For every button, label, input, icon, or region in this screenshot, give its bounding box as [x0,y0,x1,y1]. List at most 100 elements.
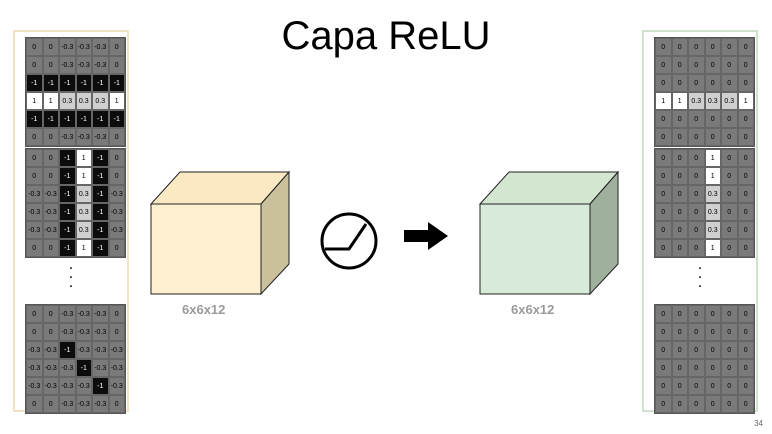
matrix-cell: 0 [737,38,754,56]
matrix-cell: -0.3 [108,377,125,395]
matrix-cell: 0 [721,341,738,359]
matrix-cell: -0.3 [59,305,76,323]
matrix-cell: 0 [737,221,754,239]
matrix-cell: 0 [704,359,721,377]
matrix-cell: -0.3 [59,395,76,413]
matrix-cell: 0 [688,221,705,239]
matrix-cell: -0.3 [75,377,92,395]
matrix-cell: 0 [26,128,43,146]
matrix-cell: 0 [688,74,705,92]
matrix-cell: 0 [108,239,125,257]
matrix-cell: 0 [704,395,721,413]
matrix-cell: 0 [671,149,688,167]
matrix-cell: -0.3 [59,359,76,377]
matrix-cell: -0.3 [75,128,92,146]
matrix-cell: 1 [655,92,672,110]
matrix-cell: 0 [737,203,754,221]
matrix-cell: 0 [42,305,59,323]
matrix-cell: -1 [59,167,76,185]
input-volume-label: 6x6x12 [182,302,226,317]
matrix-cell: -1 [92,377,109,395]
matrix-cell: -0.3 [108,221,125,239]
matrix-cell: 1 [108,92,125,110]
matrix-cell: 0 [721,149,738,167]
input-volume-cube [149,170,291,296]
matrix-cell: -1 [26,74,43,92]
matrix-cell: 1 [704,239,721,257]
matrix-cell: 0.3 [75,185,92,203]
matrix-cell: 1 [26,92,43,110]
matrix-cell: -0.3 [108,185,125,203]
matrix-cell: 0 [655,395,672,413]
relu-activation-icon [320,212,378,270]
matrix-cell: -1 [59,74,76,92]
matrix-cell: -1 [75,110,92,128]
matrix-cell: -1 [92,239,109,257]
matrix-cell: 0 [737,341,754,359]
matrix-cell: 0 [26,56,43,74]
page-number: 34 [754,419,763,428]
matrix-cell: 0 [655,305,672,323]
matrix-cell: 0 [655,110,672,128]
matrix-cell: 0 [671,395,688,413]
matrix-cell: 0 [704,56,721,74]
matrix-cell: 0 [721,110,738,128]
matrix-cell: 0 [737,377,754,395]
matrix-cell: -0.3 [92,323,109,341]
matrix-cell: -1 [75,74,92,92]
matrix-cell: 0 [655,203,672,221]
matrix-cell: -0.3 [26,221,43,239]
matrix-cell: -1 [59,185,76,203]
matrix-cell: -1 [59,149,76,167]
matrix-cell: -1 [59,221,76,239]
matrix-cell: 0 [721,185,738,203]
matrix-cell: 0.3 [75,203,92,221]
matrix-cell: -0.3 [26,203,43,221]
matrix-cell: 0 [655,239,672,257]
matrix-cell: 0 [721,167,738,185]
matrix-cell: -0.3 [92,341,109,359]
matrix-cell: -0.3 [108,359,125,377]
matrix-cell: 0 [671,167,688,185]
matrix-cell: 0 [688,56,705,74]
matrix-cell: 1 [704,149,721,167]
matrix-cell: 0 [688,149,705,167]
matrix-cell: 0 [688,167,705,185]
matrix-cell: 0 [737,359,754,377]
matrix-cell: 0 [655,341,672,359]
matrix-cell: 0.3 [688,92,705,110]
matrix-cell: 0 [655,167,672,185]
matrix-cell: 0 [688,203,705,221]
matrix-cell: -1 [42,110,59,128]
matrix-cell: 0 [737,128,754,146]
matrix-cell: -0.3 [26,359,43,377]
matrix-cell: 0 [721,359,738,377]
matrix-cell: 0 [688,128,705,146]
matrix-cell: -0.3 [75,305,92,323]
matrix-cell: 0 [671,341,688,359]
matrix-cell: -0.3 [59,128,76,146]
matrix-cell: -0.3 [26,341,43,359]
matrix-cell: 0 [721,305,738,323]
matrix-cell: 1 [671,92,688,110]
matrix-cell: 0 [108,167,125,185]
matrix-cell: -0.3 [108,341,125,359]
matrix-cell: 0 [737,239,754,257]
matrix-cell: 0 [704,323,721,341]
matrix-cell: 0.3 [721,92,738,110]
matrix-cell: 0 [737,149,754,167]
matrix-cell: -0.3 [75,395,92,413]
matrix-cell: 0 [26,305,43,323]
matrix-cell: 0 [655,56,672,74]
matrix-cell: 0 [655,221,672,239]
matrix-cell: -0.3 [59,377,76,395]
matrix-cell: 0 [108,128,125,146]
matrix-cell: 0 [688,239,705,257]
matrix-cell: 0 [721,56,738,74]
matrix-cell: 0 [721,74,738,92]
matrix-cell: 0 [671,38,688,56]
matrix-cell: 0 [671,377,688,395]
matrix-cell: -1 [92,167,109,185]
matrix-cell: 0 [704,38,721,56]
